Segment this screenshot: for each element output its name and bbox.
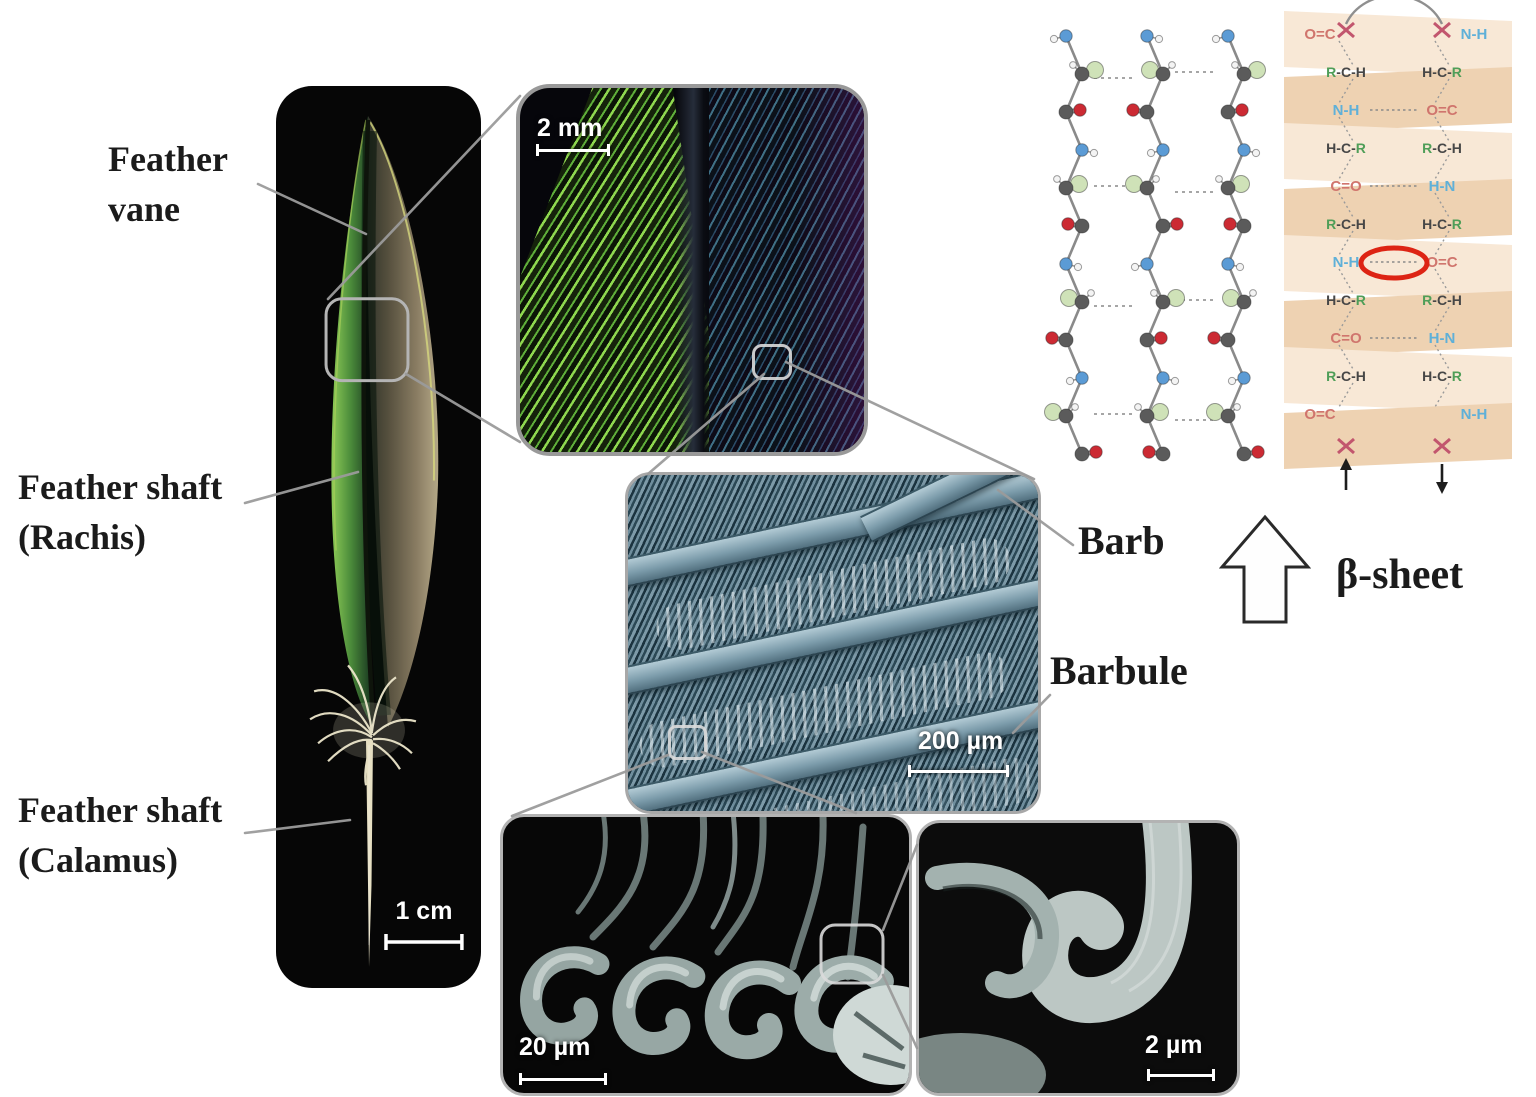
label-feather-shaft-calamus: Feather shaft (Calamus) bbox=[18, 785, 222, 885]
sem-zoom-region-box bbox=[668, 725, 707, 760]
scale-text-2um: 2 µm bbox=[1145, 1031, 1203, 1059]
label-beta-sheet: β-sheet bbox=[1336, 552, 1463, 598]
large-hook-texture bbox=[1110, 823, 1183, 993]
svg-text:H-C-R: H-C-R bbox=[1422, 216, 1462, 232]
scale-bar-200um bbox=[908, 765, 1009, 777]
feather-calamus bbox=[366, 740, 374, 968]
ball-and-stick-beta-sheet-diagram bbox=[1044, 29, 1266, 462]
scale-bar-2um bbox=[1147, 1069, 1215, 1081]
purple-sheen-overlay bbox=[795, 88, 864, 452]
lower-barbule-blob bbox=[919, 1033, 1046, 1093]
svg-text:N-H: N-H bbox=[1333, 254, 1360, 271]
label-feather-vane: Feather vane bbox=[108, 134, 228, 234]
svg-text:H-C-R: H-C-R bbox=[1422, 64, 1462, 80]
svg-text:R-C-H: R-C-H bbox=[1326, 64, 1366, 80]
scale-text-2mm: 2 mm bbox=[537, 114, 603, 142]
small-hook bbox=[925, 862, 1059, 999]
svg-text:H-C-R: H-C-R bbox=[1326, 292, 1366, 308]
barbule-hook-sem-panel: 20 µm bbox=[500, 814, 912, 1096]
large-hook-shaft bbox=[1022, 823, 1192, 1024]
svg-text:C=O: C=O bbox=[1330, 330, 1362, 347]
barb-sem-panel: 200 µm bbox=[625, 472, 1041, 814]
bright-barbule-cluster bbox=[833, 985, 909, 1085]
svg-text:H-N: H-N bbox=[1429, 178, 1456, 195]
sem-zoom-region-box bbox=[819, 923, 885, 985]
svg-text:O=C: O=C bbox=[1426, 102, 1457, 119]
svg-text:O=C: O=C bbox=[1304, 26, 1335, 43]
scale-text-1cm: 1 cm bbox=[395, 897, 452, 925]
svg-text:O=C: O=C bbox=[1426, 254, 1457, 271]
scale-bar-20um bbox=[519, 1073, 607, 1085]
svg-text:H-C-R: H-C-R bbox=[1326, 140, 1366, 156]
svg-text:R-C-H: R-C-H bbox=[1422, 140, 1462, 156]
svg-text:R-C-H: R-C-H bbox=[1326, 368, 1366, 384]
label-barbule: Barbule bbox=[1050, 648, 1188, 694]
label-line: (Calamus) bbox=[18, 840, 178, 880]
svg-text:R-C-H: R-C-H bbox=[1422, 292, 1462, 308]
label-line: Feather shaft bbox=[18, 790, 223, 830]
hooklet-sem-panel: 2 µm bbox=[916, 820, 1240, 1096]
label-feather-shaft-rachis: Feather shaft (Rachis) bbox=[18, 462, 222, 562]
label-line: (Rachis) bbox=[18, 517, 146, 557]
svg-text:O=C: O=C bbox=[1304, 406, 1335, 423]
label-line: Barbule bbox=[1050, 648, 1188, 693]
label-line: vane bbox=[108, 189, 180, 229]
beta-sheet-text: β-sheet bbox=[1336, 552, 1464, 598]
label-line: Feather bbox=[108, 139, 228, 179]
scale-text-20um: 20 µm bbox=[519, 1033, 591, 1061]
up-arrow-icon bbox=[1219, 514, 1311, 624]
small-hook-shadow bbox=[942, 883, 1043, 940]
svg-text:H-C-R: H-C-R bbox=[1422, 368, 1462, 384]
feather-photo-panel: 1 cm bbox=[276, 86, 481, 988]
vane-closeup-panel: 2 mm bbox=[516, 84, 868, 456]
label-barb: Barb bbox=[1078, 518, 1165, 564]
pleated-beta-sheet-diagram: O=C N-H R-C-H H-C-R N-H O=C H-C-R R-C-H C=O H-N R-… bbox=[1284, 0, 1512, 494]
hooklet-illustration bbox=[919, 823, 1192, 1093]
svg-text:R-C-H: R-C-H bbox=[1326, 216, 1366, 232]
scale-bar-1cm bbox=[384, 934, 464, 951]
svg-text:C=O: C=O bbox=[1330, 178, 1362, 195]
svg-text:N-H: N-H bbox=[1461, 406, 1488, 423]
label-line: Feather shaft bbox=[18, 467, 223, 507]
inset-zoom-region-box bbox=[752, 344, 792, 380]
scale-text-200um: 200 µm bbox=[918, 727, 1004, 755]
svg-text:H-N: H-N bbox=[1429, 330, 1456, 347]
scale-bar-2mm bbox=[536, 144, 610, 156]
svg-text:N-H: N-H bbox=[1333, 102, 1360, 119]
feather-illustration: 1 cm bbox=[309, 115, 464, 968]
label-line: Barb bbox=[1078, 518, 1165, 563]
svg-text:N-H: N-H bbox=[1461, 26, 1488, 43]
hooked-barbules-illustration bbox=[520, 817, 909, 1085]
